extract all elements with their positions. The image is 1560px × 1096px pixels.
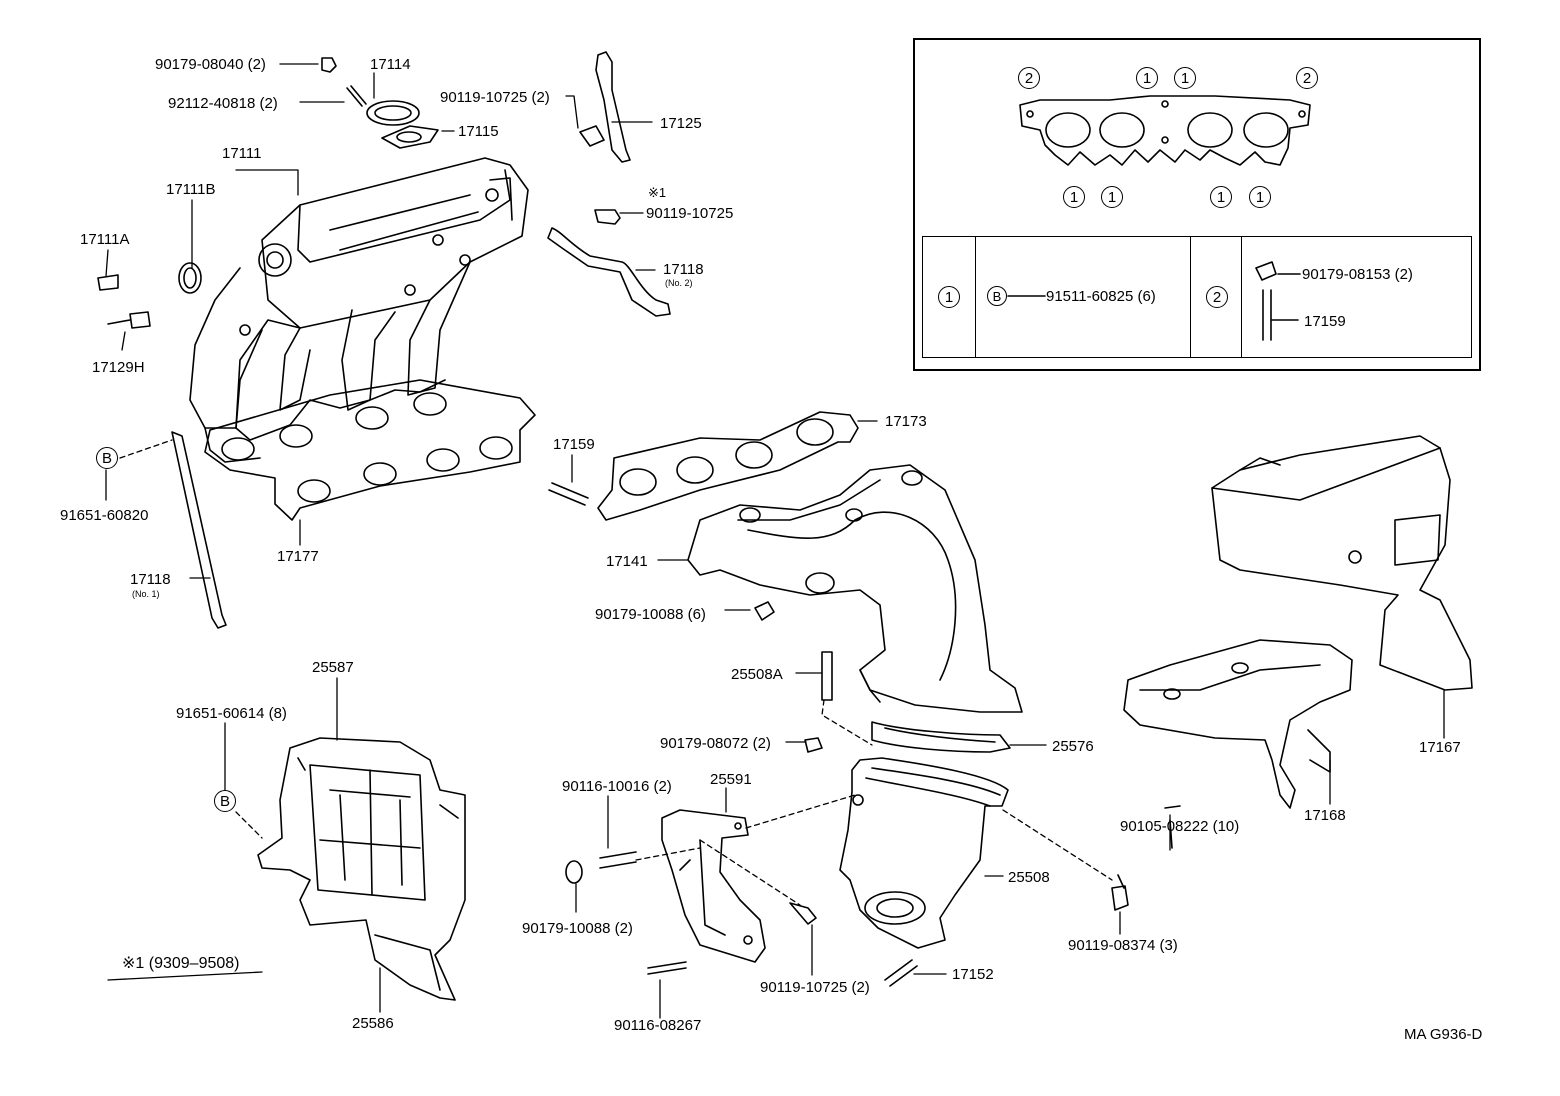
inset-marker-2-right: 2 [1296,67,1318,89]
callout-90179-10088-6: 90179-10088 (6) [595,606,706,623]
callout-90105-08222: 90105-08222 (10) [1120,818,1240,835]
callout-90179-08072: 90179-08072 (2) [660,735,771,752]
table-divider [975,237,976,357]
callout-17111B: 17111B [166,181,216,198]
callout-17111: 17111 [222,145,262,162]
callout-90119-10725-a: 90119-10725 (2) [440,89,550,106]
callout-25591: 25591 [710,771,752,788]
callout-90119-10725-b: 90119-10725 [646,205,734,222]
callout-90119-10725-c: 90119-10725 (2) [760,979,870,996]
inset-legend-table [922,236,1472,358]
callout-17168: 17168 [1304,807,1346,824]
callout-note1-mark: ※1 [648,185,667,200]
legend-row1-part: 91511-60825 (6) [1046,288,1156,305]
callout-17152: 17152 [952,966,994,983]
callout-17118-no2: 17118 [663,261,704,278]
inset-marker-1-c: 1 [1063,186,1085,208]
callout-17118-no1: 17118 [130,571,171,588]
callout-17115: 17115 [458,123,499,140]
leader-lines [105,63,1445,1019]
footnote-note1: ※1 (9309–9508) [122,955,240,972]
callout-17118-no1-sub: (No. 1) [132,589,160,599]
callout-25576: 25576 [1052,738,1094,755]
inset-marker-2-left: 2 [1018,67,1040,89]
inset-marker-1-a: 1 [1136,67,1158,89]
inset-marker-1-e: 1 [1210,186,1232,208]
callout-25586: 25586 [352,1015,394,1032]
exhaust-manifold-drawing [687,464,1023,753]
callout-90116-10016: 90116-10016 (2) [562,778,672,795]
callout-17173: 17173 [885,413,927,430]
inset-legend-box [913,38,1481,371]
callout-90116-08267: 90116-08267 [614,1017,702,1034]
legend-row2-marker: 2 [1206,286,1228,308]
gasket-17173-drawing [548,411,859,521]
legend-row1-marker: 1 [938,286,960,308]
legend-row2-part-a: 90179-08153 (2) [1302,266,1413,283]
converter-25508-drawing [839,757,1009,949]
callout-25587: 25587 [312,659,354,676]
callout-17129H: 17129H [92,359,145,376]
marker-b-left: B [96,447,118,469]
table-divider [1241,237,1242,357]
callout-17167: 17167 [1419,739,1461,756]
drawing-code: MA G936-D [1404,1026,1483,1043]
callout-91651-60820: 91651-60820 [60,507,149,524]
callout-90179-08040: 90179-08040 (2) [155,56,266,73]
callout-91651-60614: 91651-60614 (8) [176,705,287,722]
callout-90179-10088-2: 90179-10088 (2) [522,920,633,937]
gasket-17177-drawing [204,379,536,521]
callout-25508A: 25508A [731,666,783,683]
inset-marker-1-f: 1 [1249,186,1271,208]
callout-17125: 17125 [660,115,702,132]
callout-17159: 17159 [553,436,595,453]
callout-17111A: 17111A [80,231,130,248]
legend-row1-b-marker: B [987,286,1007,306]
callout-90119-08374: 90119-08374 (3) [1068,937,1178,954]
bracket-25591-drawing [565,809,1129,987]
heat-insulator-25587-drawing [257,737,466,1001]
inset-marker-1-b: 1 [1174,67,1196,89]
callout-25508: 25508 [1008,869,1050,886]
callout-17141: 17141 [606,553,648,570]
bracket-17125-drawing [547,51,671,317]
callout-17118-no2-sub: (No. 2) [665,278,693,288]
inset-gasket-drawing [1007,95,1311,341]
legend-row2-part-b: 17159 [1304,313,1346,330]
marker-b-lower: B [214,790,236,812]
callout-17177: 17177 [277,548,319,565]
small-fasteners-left [97,57,439,629]
table-divider [1190,237,1191,357]
heat-insulator-17167-drawing [1211,435,1473,691]
inset-marker-1-d: 1 [1101,186,1123,208]
callout-17114: 17114 [370,56,411,73]
callout-92112-40818: 92112-40818 (2) [168,95,278,112]
gasket-25576-drawing [871,721,1011,753]
intake-manifold-drawing [189,157,529,463]
